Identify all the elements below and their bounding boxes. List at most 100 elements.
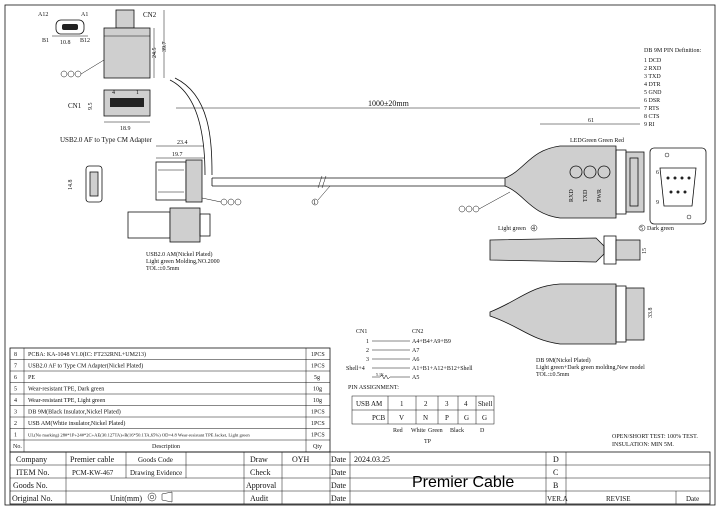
- pin-assignment: PIN ASSIGNMENT: USB AM 1 2 3 4 Shell PCB…: [348, 385, 495, 445]
- wiring-row-cn2: A7: [412, 348, 419, 354]
- pa-color: Black: [450, 428, 464, 434]
- db9-molding: 61 LED Green Green Red RXD TXD PWR: [458, 118, 645, 219]
- company-value: Premier cable: [70, 455, 115, 464]
- draw-value: OYH: [292, 455, 310, 464]
- bom-qty: 1PCS: [311, 364, 325, 370]
- main-cable: 1000±20mm 1: [176, 99, 640, 206]
- db9-side-view: 15: [489, 235, 648, 265]
- wiring-row-cn2: A6: [412, 357, 419, 363]
- bom-qty: 1PCS: [311, 410, 325, 416]
- balloon-5: 5: [640, 226, 643, 232]
- bom-qty: 1PCS: [311, 421, 325, 427]
- adapter-cable: [169, 79, 206, 176]
- bom-no: 6: [14, 375, 17, 381]
- db9-pin9: 9: [656, 200, 659, 206]
- pin-definition: DB 9M PIN Definition: 1 DCD 2 RXD 3 TXD …: [644, 47, 702, 128]
- goods-no-label: Goods No.: [13, 481, 48, 490]
- wiring-row-cn1: 2: [366, 348, 369, 354]
- led-colors: Green Green Red: [582, 138, 624, 144]
- date-label: Date: [331, 468, 347, 477]
- wiring-resistor: 5.1K: [376, 372, 384, 377]
- pa-color: Red: [393, 428, 403, 434]
- rev-c: C: [553, 468, 558, 477]
- wiring-cn2: CN2: [412, 329, 423, 335]
- balloon-4: 4: [532, 226, 535, 232]
- pa-cell: V: [399, 414, 404, 422]
- dim-33-8: 33.8: [648, 308, 654, 319]
- pa-header: 1: [400, 400, 404, 408]
- draw-label: Draw: [250, 455, 268, 464]
- bom-header-desc: Description: [152, 444, 180, 450]
- dark-green-label: Dark green: [647, 226, 674, 232]
- test-note-1: OPEN/SHORT TEST: 100% TEST.: [612, 434, 698, 440]
- pin-assignment-title: PIN ASSIGNMENT:: [348, 385, 399, 391]
- bom-no: 5: [14, 387, 17, 393]
- goods-code-label: Goods Code: [138, 456, 173, 464]
- pa-cell: PCB: [372, 414, 386, 422]
- sheet-frame: [4, 4, 716, 506]
- pa-header: Shell: [478, 400, 492, 408]
- txd-label: TXD: [583, 189, 589, 202]
- dim-9-5: 9.5: [88, 103, 94, 111]
- item-no-value: PCM-KW-467: [72, 469, 114, 477]
- item-no-label: ITEM No.: [16, 468, 49, 477]
- pin-def-item: 6 DSR: [644, 98, 660, 104]
- pin-def-item: 9 RI: [644, 122, 655, 128]
- drawing-evidence: Drawing Evidence: [130, 469, 182, 477]
- pa-cell: G: [482, 414, 487, 422]
- usb-am-view-2: USB2.0 AM(Nickel Plated) Light green Mol…: [127, 207, 220, 272]
- bom-header-no: No.: [13, 444, 22, 450]
- pin-def-item: 5 GND: [644, 90, 662, 96]
- usb-am-side-view: 14.8: [68, 165, 103, 203]
- original-no-label: Original No.: [12, 494, 52, 503]
- bom-qty: 10g: [313, 387, 322, 393]
- dim-1000: 1000±20mm: [368, 99, 410, 108]
- approval-label: Approval: [246, 481, 277, 490]
- bom-desc: Wear-resistant TPE, Light green: [28, 398, 105, 404]
- db9-note-1: DB 9M(Nickel Plated): [536, 357, 591, 364]
- title-block: Company Premier cable Goods Code ITEM No…: [9, 451, 711, 505]
- pin-def-item: 3 TXD: [644, 74, 661, 80]
- usb-am-plug: 23.4 19.7: [155, 140, 242, 206]
- dim-39-7: 39.7: [162, 42, 168, 53]
- cn1-pin4: 4: [112, 90, 115, 96]
- balloon-1: 1: [313, 200, 316, 206]
- pa-header: 4: [464, 400, 468, 408]
- brand-name: Premier Cable: [412, 474, 514, 491]
- check-label: Check: [250, 468, 270, 477]
- bom-no: 8: [14, 352, 17, 358]
- cn2-label: CN2: [143, 11, 157, 19]
- pin-def-item: 7 RTS: [644, 106, 659, 112]
- bom-desc: DB 9M(Black Insulator,Nickel Plated): [28, 409, 121, 416]
- pin-def-item: 4 DTR: [644, 82, 661, 88]
- pin-label-b1: B1: [42, 38, 49, 44]
- wiring-row-cn2: A4+B4+A9+B9: [412, 339, 451, 345]
- rev-date-label: Date: [686, 495, 699, 503]
- projection-symbol: [147, 492, 157, 502]
- pa-color: D: [480, 428, 485, 434]
- rev-b: B: [553, 481, 558, 490]
- pa-cell: G: [464, 414, 469, 422]
- bom-header-qty: Qty: [313, 444, 322, 450]
- pa-cell: P: [445, 414, 449, 422]
- pin-label-a1: A1: [81, 12, 88, 18]
- bom-desc: USB AM(Whtie insulator,Nickel Plated): [28, 420, 125, 427]
- bom-desc: UL(No marking) 28#*1P+24#*2C+AE(30.127TA…: [28, 433, 250, 439]
- cn1-receptacle: CN1 4 1 9.5 18.9 USB2.0 AF to Type CM Ad…: [60, 89, 153, 144]
- dim-18-9: 18.9: [120, 126, 131, 132]
- dim-14-8: 14.8: [68, 180, 74, 191]
- pa-header: 3: [445, 400, 449, 408]
- rev-a: VER.A: [547, 495, 568, 503]
- cn2-adapter: CN2 24.5 39.7: [60, 9, 168, 79]
- dim-15: 15: [642, 248, 648, 254]
- bom-no: 1: [14, 433, 17, 439]
- db9-front-view: 6 9 5 Dark green: [638, 147, 707, 232]
- rxd-label: RXD: [569, 189, 575, 202]
- pin-def-item: 1 DCD: [644, 58, 662, 64]
- bom-desc: USB2.0 AF to Type CM Adapter(Nickel Plat…: [28, 363, 143, 370]
- bom-no: 2: [14, 421, 17, 427]
- usb-am-note-2: Light green Molding,NO.2000: [146, 259, 220, 265]
- dim-24-5: 24.5: [152, 48, 158, 59]
- usb-am-note-3: TOL:±0.5mm: [146, 266, 180, 272]
